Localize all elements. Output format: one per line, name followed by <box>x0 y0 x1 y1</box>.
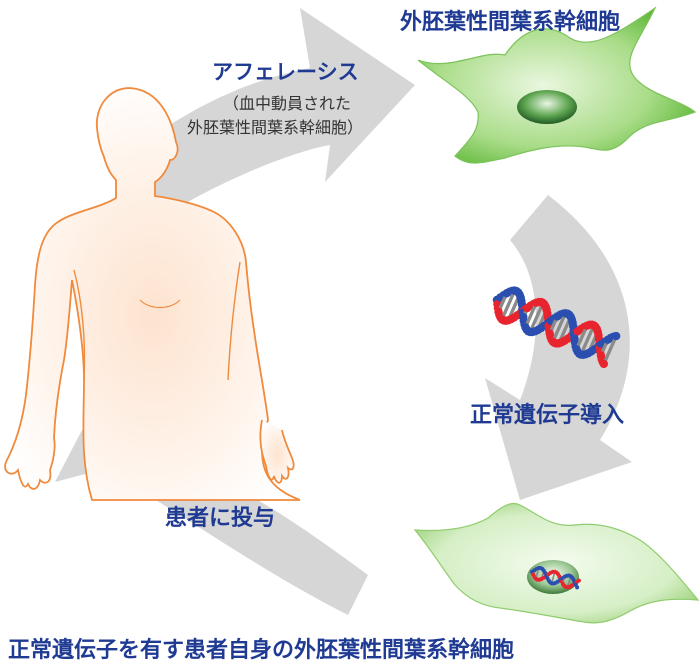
label-stem-cell-top: 外胚葉性間葉系幹細胞 <box>400 10 621 35</box>
label-stem-cell-bottom: 正常遺伝子を有す患者自身の外胚葉性間葉系幹細胞 <box>8 638 515 663</box>
dna-mini-icon <box>530 566 581 590</box>
label-apheresis: アフェレーシス <box>212 60 359 84</box>
dna-base-pair <box>579 324 596 356</box>
stem-cell-top <box>417 6 697 164</box>
dna-base-pair <box>602 335 618 365</box>
dna-strand-bead <box>576 578 581 583</box>
dna-base-pair <box>523 301 538 329</box>
dna-base-pair <box>528 302 545 333</box>
dna-strand-bead <box>575 585 580 590</box>
dna-base-pair <box>551 312 567 343</box>
dna-base-pair <box>500 289 517 321</box>
dna-strand-bead <box>611 331 621 341</box>
label-apheresis-sub-line1: （血中動員された <box>223 94 352 113</box>
human-body <box>4 87 301 501</box>
nucleus-top <box>517 90 577 124</box>
label-administration: 患者に投与 <box>165 506 276 531</box>
dna-base-pair <box>574 324 589 351</box>
label-apheresis-sub-line2: 外胚葉性間葉系幹細胞） <box>187 118 364 137</box>
dna-strand-bead <box>599 359 609 369</box>
label-gene-transfer: 正常遺伝子導入 <box>470 403 625 428</box>
dna-helix-icon <box>492 286 621 369</box>
stem-cell-bottom <box>413 502 700 624</box>
arrow-gene-transfer <box>485 195 632 500</box>
arrow-apheresis <box>118 8 415 218</box>
